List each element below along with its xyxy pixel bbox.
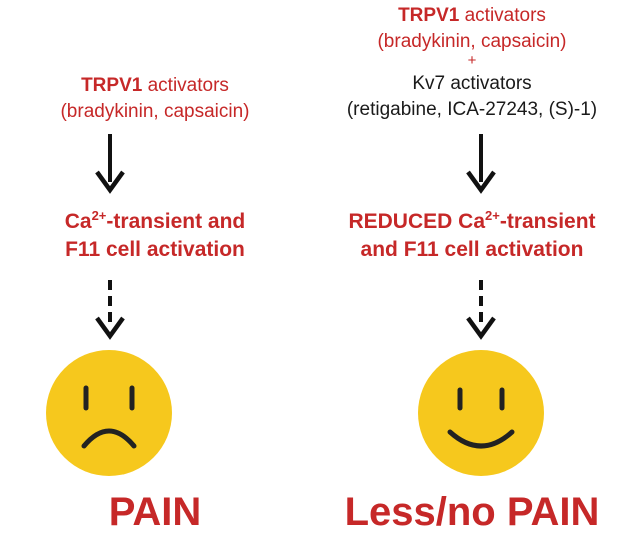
left-activator-suffix: activators (142, 75, 229, 96)
right-activator-suffix: activators (459, 5, 546, 26)
left-ca-superscript: 2+ (91, 208, 107, 223)
kv7-activator-label: Kv7 activators (412, 73, 532, 94)
kv7-activator-examples: (retigabine, ICA-27243, (S)-1) (346, 99, 598, 120)
reduced-text: REDUCED (348, 210, 459, 233)
left-solid-arrow-icon (95, 134, 125, 194)
left-pathway: TRPV1 activators (bradykinin, capsaicin)… (0, 74, 310, 534)
sad-face-icon (46, 350, 172, 476)
right-activator-line: TRPV1 activators (317, 4, 620, 27)
right-trpv1-label: TRPV1 (398, 5, 460, 26)
right-step-line2: and F11 cell activation (360, 238, 584, 261)
left-transient-text: -transient and (106, 210, 246, 233)
happy-face-icon (418, 350, 544, 476)
right-pathway: TRPV1 activators (bradykinin, capsaicin)… (310, 0, 620, 544)
left-activator-examples: (bradykinin, capsaicin) (60, 101, 250, 122)
right-activator-examples: (bradykinin, capsaicin) (377, 31, 567, 52)
right-transient-text: -transient (499, 210, 596, 233)
right-ca-text: Ca (458, 210, 486, 233)
left-ca-text: Ca (64, 210, 92, 233)
right-dashed-arrow-icon (466, 280, 496, 340)
plus-sign: + (467, 52, 477, 69)
right-ca-superscript: 2+ (485, 208, 500, 223)
left-trpv1-label: TRPV1 (81, 75, 143, 96)
left-step-line2: F11 cell activation (65, 238, 245, 261)
left-dashed-arrow-icon (95, 280, 125, 340)
right-outcome-label: Less/no PAIN (344, 490, 600, 534)
right-solid-arrow-icon (466, 134, 496, 194)
right-step-line1: REDUCED Ca2+-transient (317, 208, 620, 236)
left-outcome-label: PAIN (108, 490, 202, 534)
left-step-line1: Ca2+-transient and (0, 208, 310, 236)
left-activator-line: TRPV1 activators (0, 74, 310, 97)
